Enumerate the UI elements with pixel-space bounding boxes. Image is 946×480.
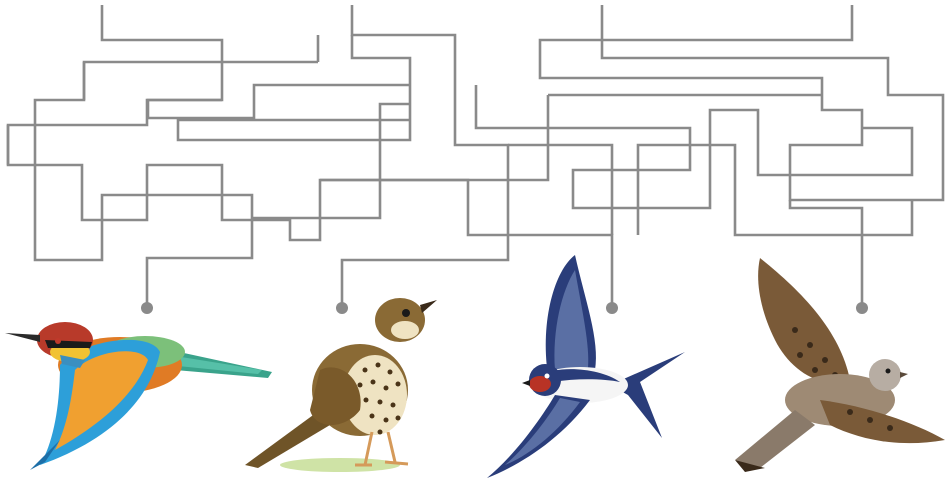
dot-thrush [336, 302, 348, 314]
dot-swallow [606, 302, 618, 314]
maze-path-main-2[interactable] [33, 35, 320, 305]
song-thrush-illustration[interactable] [245, 298, 437, 472]
maze-path-main-4[interactable] [474, 85, 914, 210]
maze-path-top-3[interactable] [538, 5, 945, 202]
maze-path-main-8[interactable] [6, 62, 86, 165]
maze-path-main-7[interactable] [788, 200, 864, 305]
maze-path-main-6[interactable] [508, 143, 914, 237]
dot-dove [856, 302, 868, 314]
maze-path-main-3[interactable] [252, 102, 410, 220]
maze-lines [6, 5, 945, 305]
bee-eater-illustration[interactable] [5, 322, 272, 470]
maze-path-main-1[interactable] [146, 35, 412, 142]
maze-path-main-5[interactable] [320, 93, 822, 182]
dot-bee-eater [141, 302, 153, 314]
connector-dots [141, 302, 868, 314]
turtle-dove-illustration[interactable] [735, 258, 945, 472]
maze-path-top-2[interactable] [340, 5, 510, 305]
barn-swallow-illustration[interactable] [487, 255, 685, 478]
